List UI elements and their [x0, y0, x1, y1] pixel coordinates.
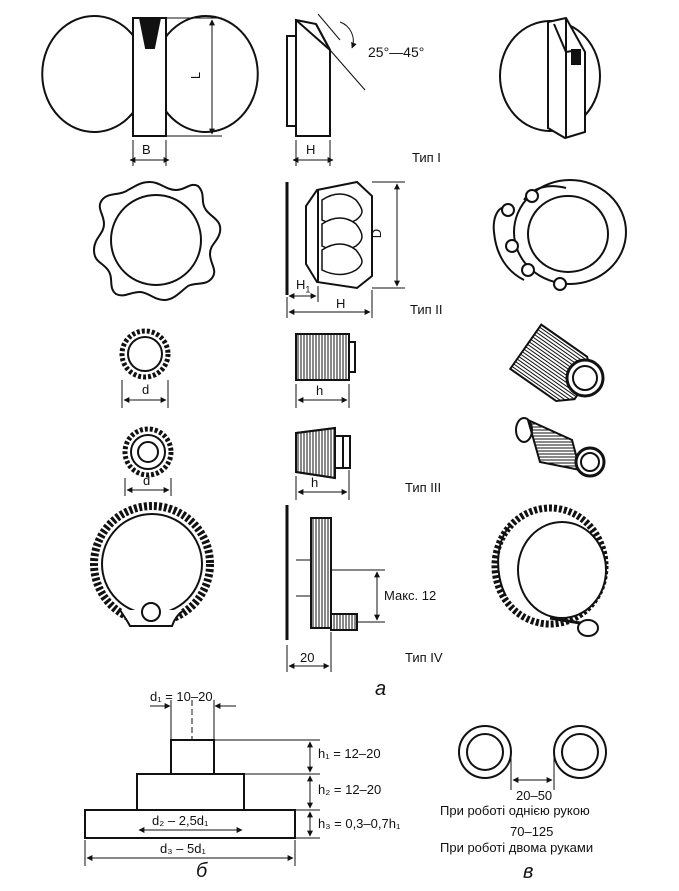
dim-L-label: L [188, 71, 204, 80]
dim-20-label: 20 [300, 650, 315, 665]
panel-b-dim-d3 [84, 840, 296, 866]
one-hand-range: 20–50 [516, 788, 553, 803]
dim-h-bottom-label: h [311, 475, 319, 490]
type1-dim-H [292, 140, 334, 166]
panel-a-label: а [375, 678, 387, 700]
type4-label: Тип IV [405, 650, 443, 665]
type3b-front-view [122, 426, 174, 478]
type4-side-view [285, 505, 358, 640]
h3-label: h₃ = 0,3–0,7h₁ [318, 816, 401, 831]
type2-front-view [92, 180, 222, 302]
type3a-dim-d [121, 380, 169, 408]
type1-angle [317, 13, 366, 91]
d1-label: d₁ = 10–20 [150, 689, 213, 704]
h2-label: h₂ = 12–20 [318, 782, 382, 797]
type4-iso-view [491, 504, 609, 637]
type3a-iso-view [508, 323, 605, 403]
type2-dim-H1 [286, 286, 319, 302]
type1-iso-view [499, 16, 601, 140]
d3-label: d₃ – 5d₁ [160, 841, 206, 856]
type3a-dim-h [295, 384, 350, 408]
type1-dim-L [166, 17, 222, 137]
panel-b-dim-d1 [150, 700, 236, 740]
type4-dim-max12 [331, 569, 385, 623]
type1-dim-B [129, 140, 170, 166]
angle-label: 25°—45° [368, 44, 425, 60]
type3a-front-view [119, 328, 171, 380]
d2-label: d₂ – 2,5d₁ [152, 813, 209, 828]
panel-b-label: б [196, 860, 208, 882]
one-hand-label: При роботі однією рукою [440, 803, 590, 818]
dim-H-label: H [306, 142, 316, 157]
two-hands-label: При роботі двома руками [440, 840, 594, 855]
two-hands-range: 70–125 [510, 824, 554, 839]
dim-d-bottom-label: d [143, 473, 151, 488]
type3b-iso-view [515, 417, 606, 478]
type3b-dim-h [295, 470, 350, 500]
type3a-side-view [295, 333, 356, 381]
dim-h-top-label: h [316, 383, 324, 398]
panel-b-dim-h [214, 739, 320, 839]
type3-label: Тип III [405, 480, 442, 495]
dim-D-label: D [369, 228, 385, 239]
type1-side-view [286, 18, 331, 137]
type3b-dim-d [124, 478, 172, 496]
dim-d-top-label: d [142, 382, 150, 397]
type1-label: Тип I [412, 150, 441, 165]
type3b-side-view [295, 426, 351, 480]
type2-dim-H [286, 290, 373, 318]
type4-front-view [90, 502, 214, 627]
dim-B-label: B [142, 142, 151, 157]
type4-dim-20 [286, 632, 332, 672]
panel-c-drawing [458, 725, 607, 790]
type2-side-view [285, 180, 373, 295]
dim-H1-label: H1 [296, 277, 311, 295]
dim-H2-label: H [336, 296, 346, 311]
h1-label: h₁ = 12–20 [318, 746, 381, 761]
type2-label: Тип II [410, 302, 443, 317]
panel-c-label: в [523, 861, 534, 883]
type2-iso-view [492, 179, 627, 291]
type1-front-view [41, 15, 259, 137]
type2-dim-D [372, 181, 405, 289]
dim-max12-label: Макс. 12 [384, 588, 437, 603]
